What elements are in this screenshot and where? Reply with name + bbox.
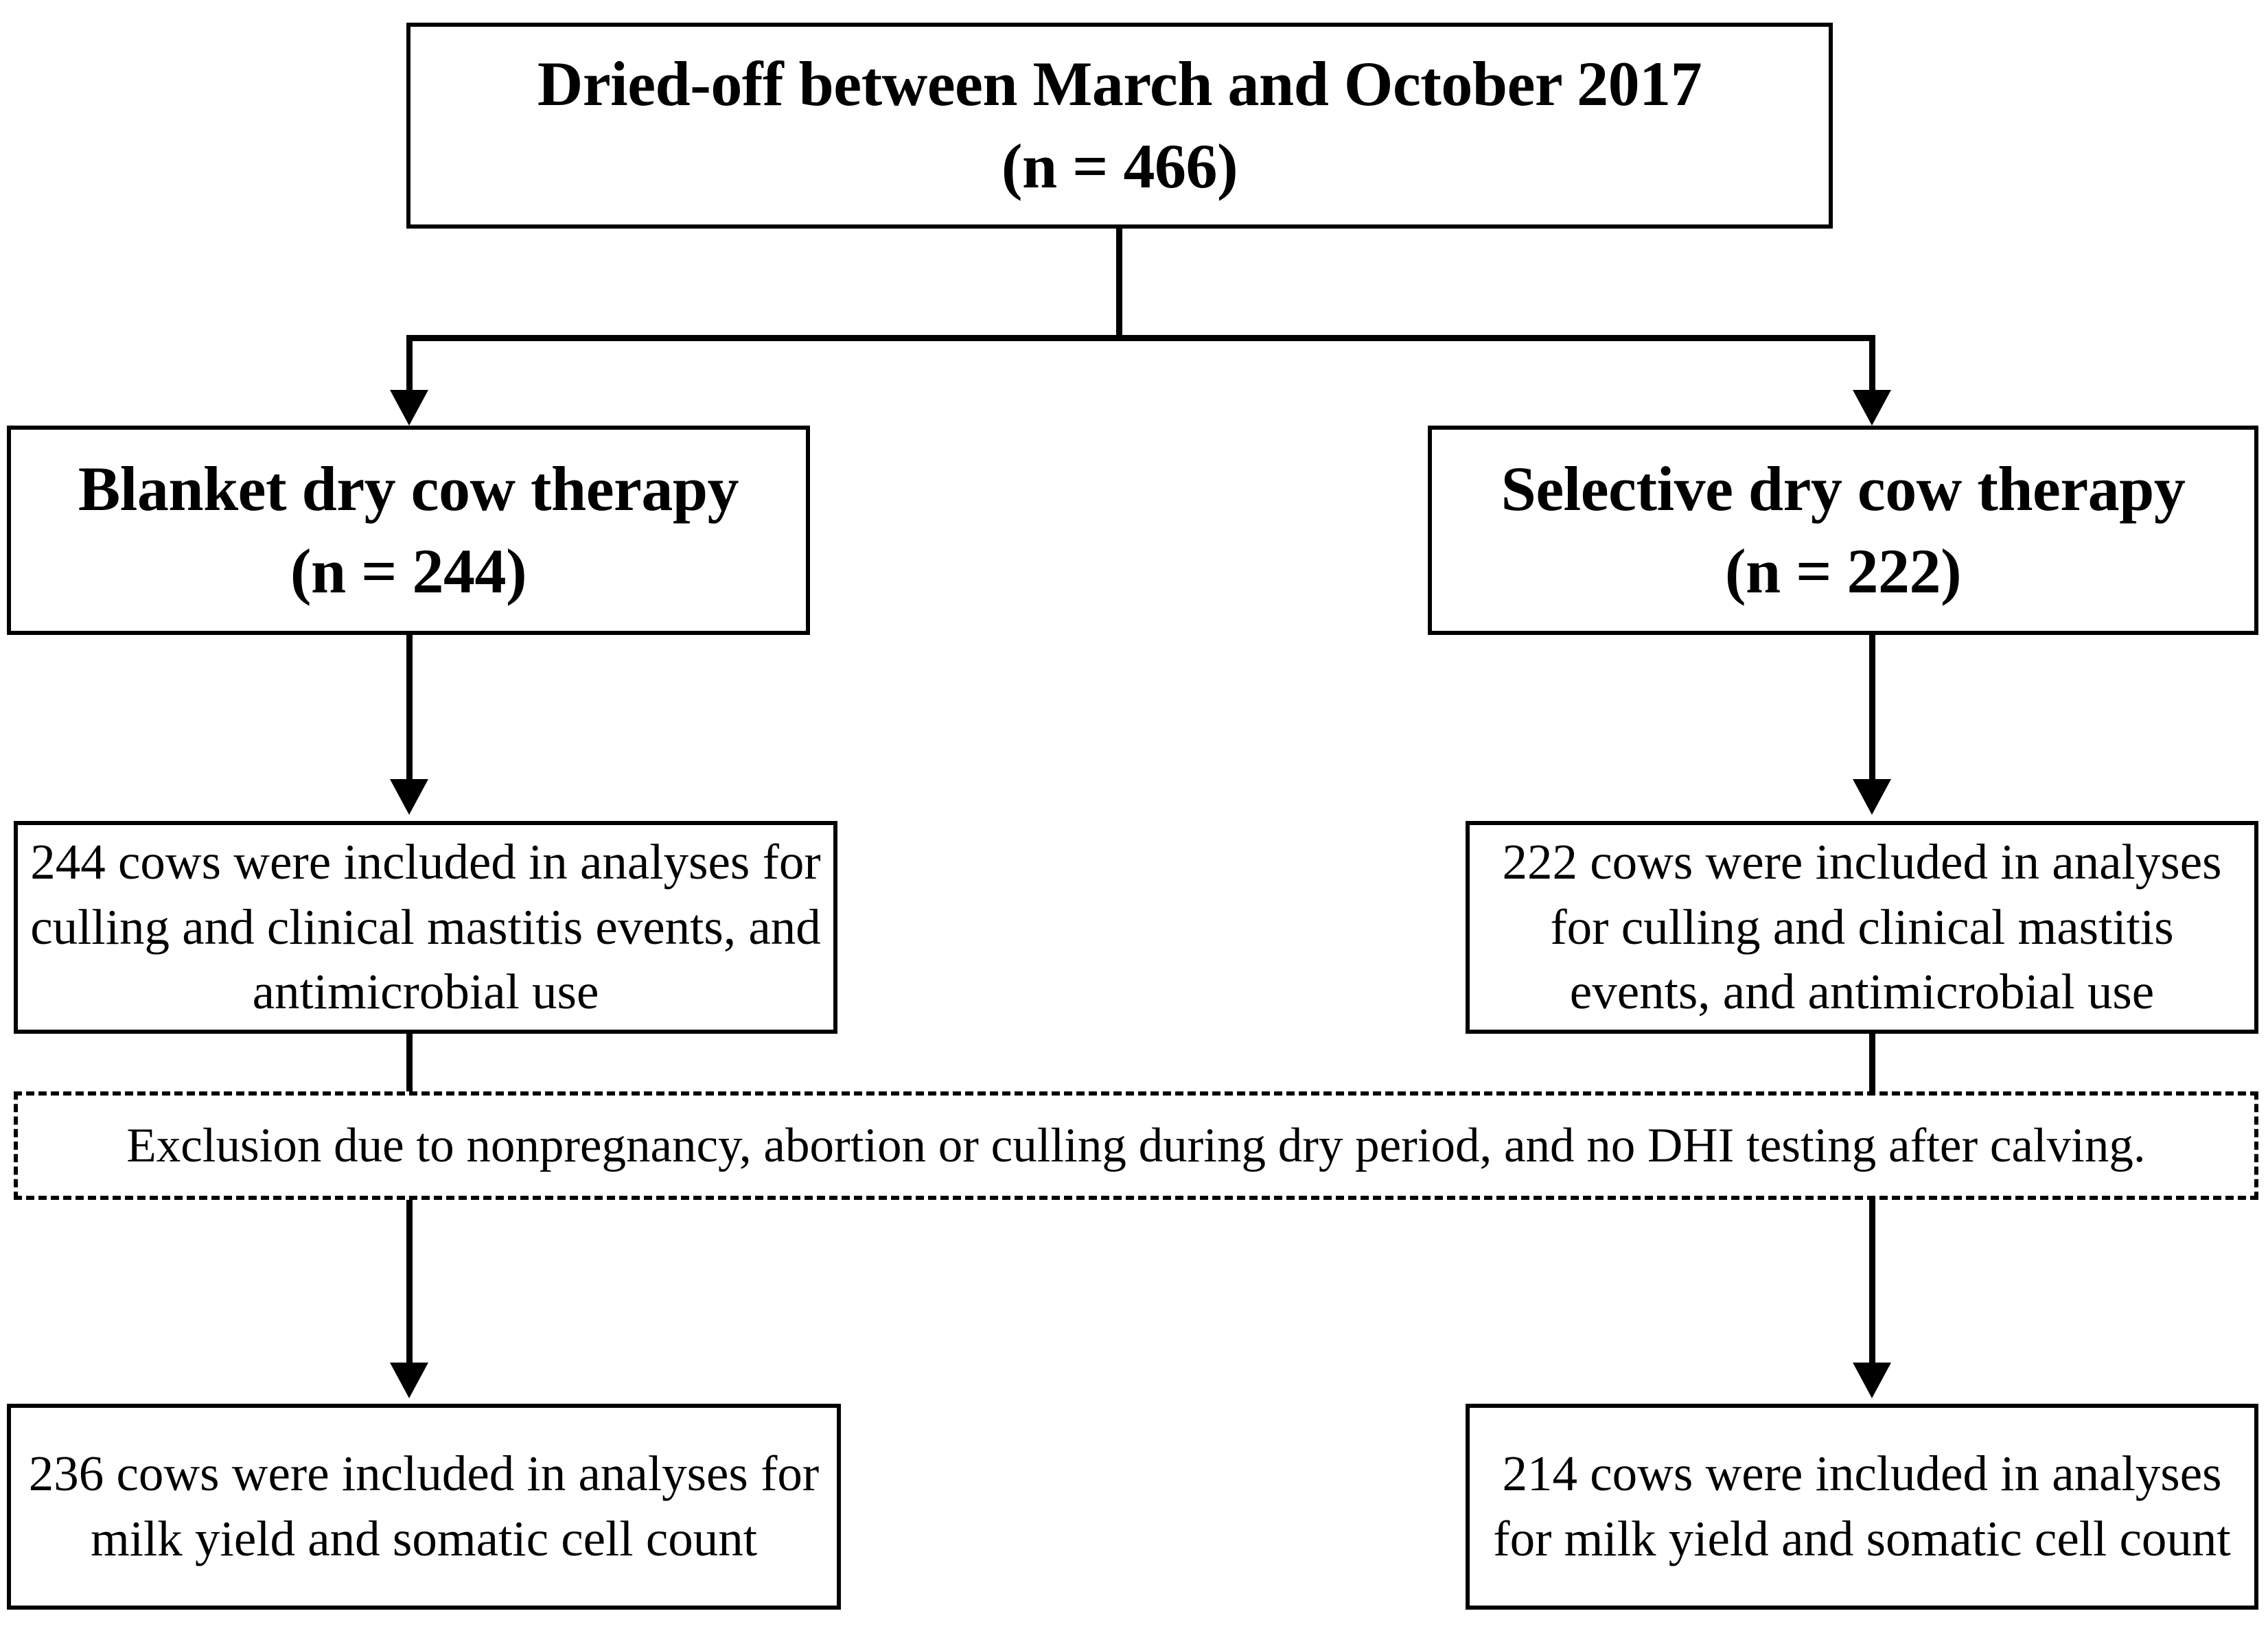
node-dried-off-total-text: Dried-off between March and October 2017… <box>537 49 1702 201</box>
connector-selective-analysis1-to-band <box>1869 1034 1875 1097</box>
connector-blanket-analysis1-to-band <box>406 1034 413 1097</box>
arrowhead-blanket-to-analysis1-icon <box>390 779 428 815</box>
node-analysis-primary-selective-text: 222 cows were included in analyses for c… <box>1502 833 2222 1020</box>
connector-band-to-selective-analysis2 <box>1869 1198 1875 1390</box>
node-exclusion-band: Exclusion due to nonpregnancy, abortion … <box>14 1091 2258 1200</box>
arrowhead-selective-to-analysis1-icon <box>1853 779 1891 815</box>
node-analysis-primary-blanket-text: 244 cows were included in analyses for c… <box>30 833 821 1020</box>
arrowhead-band-to-blanket-analysis2-icon <box>390 1363 428 1398</box>
arrowhead-band-to-selective-analysis2-icon <box>1853 1363 1891 1398</box>
node-analysis-primary-selective: 222 cows were included in analyses for c… <box>1466 821 2258 1034</box>
connector-blanket-to-analysis1 <box>406 635 413 783</box>
node-analysis-primary-blanket: 244 cows were included in analyses for c… <box>14 821 837 1034</box>
node-analysis-secondary-blanket: 236 cows were included in analyses for m… <box>7 1404 841 1610</box>
node-analysis-secondary-blanket-text: 236 cows were included in analyses for m… <box>28 1446 820 1566</box>
node-therapy-selective: Selective dry cow therapy (n = 222) <box>1428 426 2258 635</box>
node-analysis-secondary-selective-text: 214 cows were included in analyses for m… <box>1493 1446 2231 1566</box>
connector-bus-to-blanket <box>406 335 413 394</box>
connector-selective-to-analysis1 <box>1869 635 1875 783</box>
connector-band-to-blanket-analysis2 <box>406 1198 413 1390</box>
connector-bus-to-selective <box>1869 335 1875 394</box>
node-exclusion-band-text: Exclusion due to nonpregnancy, abortion … <box>126 1118 2146 1172</box>
connector-total-stem <box>1116 229 1122 338</box>
connector-split-bus <box>406 335 1875 341</box>
node-therapy-selective-text: Selective dry cow therapy (n = 222) <box>1501 453 2186 606</box>
node-analysis-secondary-selective: 214 cows were included in analyses for m… <box>1466 1404 2258 1610</box>
arrowhead-bus-to-selective-icon <box>1853 390 1891 426</box>
node-therapy-blanket: Blanket dry cow therapy (n = 244) <box>7 426 810 635</box>
node-dried-off-total: Dried-off between March and October 2017… <box>406 23 1833 229</box>
node-therapy-blanket-text: Blanket dry cow therapy (n = 244) <box>78 453 739 606</box>
arrowhead-bus-to-blanket-icon <box>390 390 428 426</box>
